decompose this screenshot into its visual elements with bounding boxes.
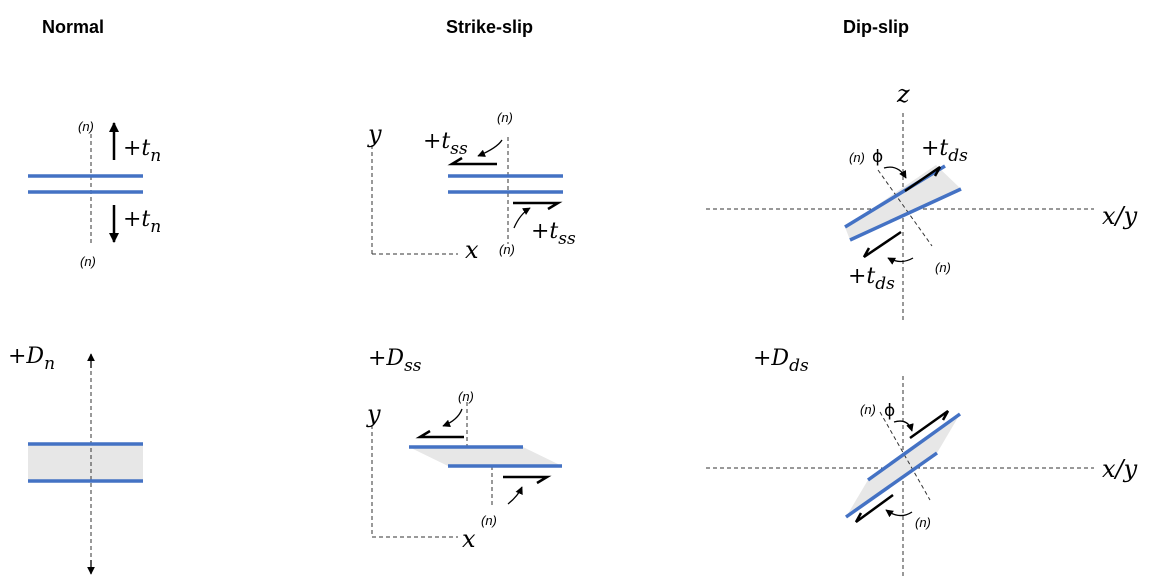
traction-label-tds-top: +tds — [921, 136, 968, 166]
title-normal: Normal — [42, 17, 104, 37]
dip-slip-displacement-panel: +Dds x/y (n) (n) ϕ — [706, 346, 1138, 578]
traction-label-tn-bottom: +tn — [123, 207, 161, 237]
xy-axis-label: x/y — [1102, 202, 1138, 230]
fault-plane-lower — [849, 187, 962, 242]
normal-label-bottom: (n) — [499, 242, 515, 257]
displacement-label-dss: +Dss — [368, 346, 422, 376]
y-axis-label: y — [367, 120, 382, 148]
x-axis-label: x — [465, 236, 479, 264]
normal-label-top: (n) — [458, 389, 474, 404]
dip-angle-phi: ϕ — [884, 401, 895, 421]
curved-pointer-top — [477, 139, 503, 157]
traction-halfarrow-left — [447, 156, 497, 166]
curved-pointer-bottom — [885, 509, 913, 518]
traction-halfarrow-updip — [904, 165, 942, 193]
strike-slip-traction-panel: y x (n) (n) +tss +tss — [367, 110, 576, 264]
slip-halfarrow-left — [415, 429, 464, 439]
z-axis-label: z — [896, 80, 910, 108]
normal-label-top: (n) — [497, 110, 513, 125]
curved-pointer-bottom — [507, 486, 523, 505]
slip-gap — [409, 447, 562, 466]
normal-label-bottom: (n) — [80, 254, 96, 269]
fault-plane-lower — [844, 451, 939, 519]
traction-label-tds-bottom: +tds — [848, 264, 895, 294]
traction-label-tss-top: +tss — [423, 129, 468, 159]
xy-axis-label: x/y — [1102, 455, 1138, 483]
opening-gap — [28, 444, 143, 481]
normal-label-top: (n) — [849, 150, 865, 165]
normal-axis-line — [877, 169, 933, 247]
normal-label-bottom: (n) — [935, 260, 951, 275]
normal-displacement-panel: +Dn — [8, 344, 143, 575]
traction-label-tn-top: +tn — [123, 136, 161, 166]
curved-pointer-top — [883, 166, 907, 179]
dip-slip-traction-panel: z x/y (n) (n) ϕ +tds +tds — [706, 80, 1138, 320]
fault-zone — [845, 165, 961, 240]
opening-zone — [846, 414, 960, 517]
normal-label-top: (n) — [78, 119, 94, 134]
traction-halfarrow-right — [513, 201, 563, 211]
normal-label-top: (n) — [860, 402, 876, 417]
normal-traction-panel: (n) (n) +tn +tn — [28, 119, 161, 269]
slip-halfarrow-downdip — [854, 493, 894, 524]
displacement-label-dn: +Dn — [8, 344, 55, 374]
strike-slip-displacement-panel: +Dss y x (n) (n) — [366, 346, 562, 553]
title-strike-slip: Strike-slip — [446, 17, 533, 37]
traction-halfarrow-downdip — [862, 230, 902, 259]
x-axis-label: x — [462, 525, 476, 553]
normal-axis-line — [879, 411, 931, 501]
y-axis-label: y — [366, 400, 381, 428]
displacement-label-dds: +Dds — [753, 346, 809, 376]
fault-plane-upper — [866, 412, 962, 482]
curved-pointer-bottom — [887, 257, 914, 265]
traction-label-tss-bottom: +tss — [531, 219, 576, 249]
slip-halfarrow-updip — [909, 409, 950, 440]
curved-pointer-bottom — [513, 207, 531, 229]
normal-label-bottom: (n) — [481, 513, 497, 528]
title-dip-slip: Dip-slip — [843, 17, 909, 37]
normal-label-bottom: (n) — [915, 515, 931, 530]
slip-halfarrow-right — [503, 475, 552, 485]
curved-pointer-top — [893, 420, 914, 432]
dip-angle-phi: ϕ — [872, 147, 883, 167]
curved-pointer-top — [442, 408, 463, 428]
